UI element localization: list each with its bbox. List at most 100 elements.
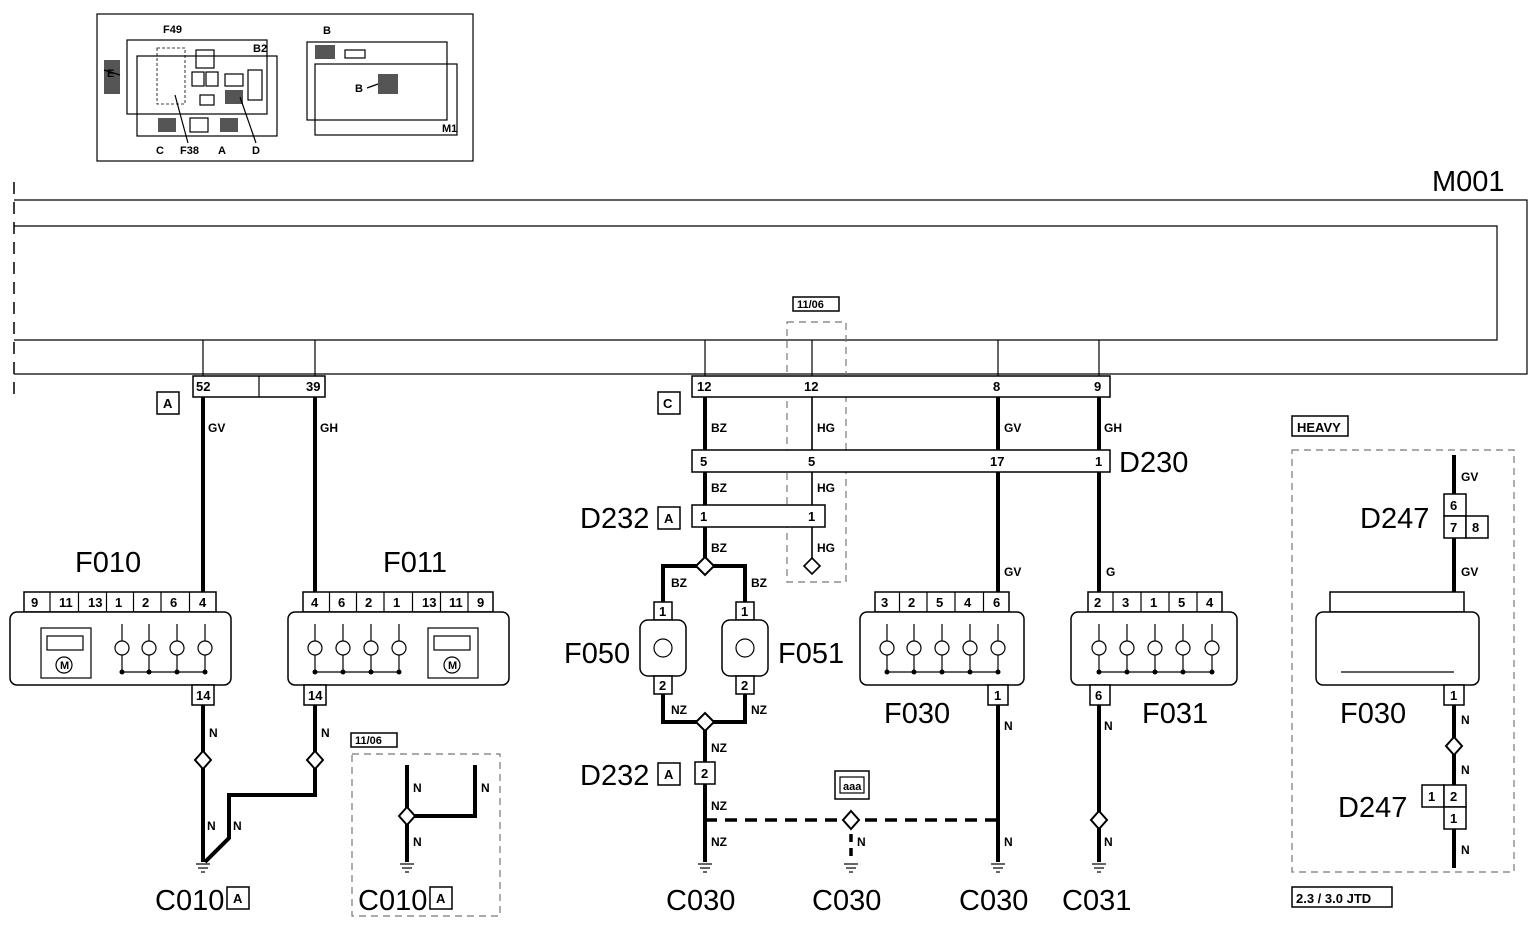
f011-pin: 6: [338, 595, 345, 610]
f010-pin: 9: [31, 595, 38, 610]
wire-n-9: N: [1004, 719, 1013, 733]
d232-pin-1a: 1: [700, 509, 707, 524]
heavy-d247-pin-1a: 1: [1428, 789, 1435, 804]
f011-pin: 13: [422, 595, 436, 610]
version-tag-ecu: 11/06: [786, 296, 847, 583]
inset-label-b2: B2: [253, 43, 267, 55]
f011-pin: 2: [365, 595, 372, 610]
wire-n-11: N: [1104, 719, 1113, 733]
location-inset: F49 B2 E B B C F38 A D M1: [96, 13, 474, 162]
wire-n-10: N: [1004, 835, 1013, 849]
pin-39: 39: [306, 379, 320, 394]
connector-d232: 1 1 D232 A: [580, 503, 826, 535]
fuse-grid: [156, 47, 186, 105]
wire-nz-2: NZ: [751, 703, 767, 717]
f030-label: F030: [884, 698, 950, 730]
heavy-d247-pin-6: 6: [1450, 498, 1457, 513]
wire-n-2: N: [321, 726, 330, 740]
ground-c030: ааа N N N C030 C030 C030: [666, 705, 1028, 917]
f030-pin: 6: [993, 595, 1000, 610]
f010-pin: 13: [88, 595, 102, 610]
pin-12a: 12: [697, 379, 711, 394]
wires: [201, 397, 1101, 612]
f010-pin: 2: [142, 595, 149, 610]
f011-pin: 1: [393, 595, 400, 610]
d232-pin-1b: 1: [808, 509, 815, 524]
wire-n-8: N: [857, 835, 866, 849]
d230-pin-5b: 5: [808, 454, 815, 469]
d230-label: D230: [1119, 447, 1188, 479]
svg-text:M: M: [448, 660, 457, 672]
wire-g: G: [1106, 565, 1115, 579]
d232-label: D232: [580, 503, 649, 535]
heavy-engine-label: 2.3 / 3.0 JTD: [1296, 891, 1371, 906]
inset-label-c: C: [156, 145, 164, 157]
wire-n-3: N: [207, 819, 216, 833]
connector-c: 12 12 8 9 C: [657, 375, 1111, 415]
d232-conn: A: [664, 511, 674, 526]
ground-c010-conn: A: [233, 891, 243, 906]
wire-bz-1: BZ: [711, 421, 727, 435]
version-inset-c010: 11/06 N N N C010 A: [350, 732, 501, 917]
lamp-f051: 1 2 F051: [721, 601, 844, 695]
f031-pin: 1: [1150, 595, 1157, 610]
f031-label: F031: [1142, 698, 1208, 730]
f010-pin: 1: [115, 595, 122, 610]
ground-c030-label-1: C030: [666, 885, 735, 917]
f051-pin-bottom: 2: [741, 678, 748, 693]
heavy-wire-gv-1: GV: [1461, 470, 1478, 484]
wire-n-4: N: [233, 819, 242, 833]
wire-n-5: N: [413, 781, 422, 795]
f011-label: F011: [383, 547, 447, 579]
f031-pin: 4: [1206, 595, 1214, 610]
ground-c031: N N C031: [1062, 705, 1131, 917]
heavy-f030-label: F030: [1340, 698, 1406, 730]
f011-pin: 9: [477, 595, 484, 610]
inset-label-m1: M1: [442, 123, 457, 135]
f011-pin: 4: [311, 595, 319, 610]
conn-a-label: A: [163, 396, 173, 411]
heavy-tag: HEAVY: [1297, 420, 1341, 435]
ground-c030-label-3: C030: [959, 885, 1028, 917]
f051-label: F051: [778, 638, 844, 670]
heavy-wire-n-3: N: [1461, 843, 1470, 857]
d230-pin-1: 1: [1095, 454, 1102, 469]
f011-pin: 11: [449, 595, 463, 610]
wire-n-1: N: [209, 726, 218, 740]
lamp-cluster-f010: M 14 F010: [9, 547, 232, 706]
connector-d230: 5 5 17 1 D230: [691, 447, 1188, 479]
wire-bz-4: BZ: [671, 576, 687, 590]
wire-gv-1: GV: [208, 421, 225, 435]
wire-hg-2: HG: [817, 481, 835, 495]
inset-label-a: A: [218, 145, 226, 157]
pin-8: 8: [993, 379, 1000, 394]
lamp-f050: 1 2 F050: [564, 601, 687, 695]
title-m001: M001: [1432, 166, 1505, 198]
f010-pin: 6: [170, 595, 177, 610]
ground-c010-label: C010: [155, 885, 224, 917]
inset-label-f49: F49: [163, 24, 182, 36]
wire-n-12: N: [1104, 835, 1113, 849]
pin-52: 52: [196, 379, 210, 394]
wire-hg-3: HG: [817, 541, 835, 555]
wire-bz-5: BZ: [751, 576, 767, 590]
ground-c031-label: C031: [1062, 885, 1131, 917]
ground-c010: N N N N C010 A: [155, 705, 330, 917]
f010-pin: 4: [199, 595, 207, 610]
f010-bottom-pin: 14: [196, 688, 211, 703]
d230-pin-17: 17: [990, 454, 1004, 469]
inset-label-d: D: [252, 145, 260, 157]
d232-lower-conn: A: [664, 767, 674, 782]
inset-label-e: E: [107, 68, 114, 80]
wire-hg-1: HG: [817, 421, 835, 435]
wire-bz-3: BZ: [711, 541, 727, 555]
f030-pin: 2: [908, 595, 915, 610]
wire-nz-3: NZ: [711, 741, 727, 755]
wire-n-6: N: [481, 781, 490, 795]
f030-pin: 5: [936, 595, 943, 610]
heavy-d247-bottom-label: D247: [1338, 792, 1407, 824]
f031-pin: 3: [1122, 595, 1129, 610]
f050-pin-bottom: 2: [659, 678, 666, 693]
heavy-wire-gv-2: GV: [1461, 565, 1478, 579]
f050-label: F050: [564, 638, 630, 670]
